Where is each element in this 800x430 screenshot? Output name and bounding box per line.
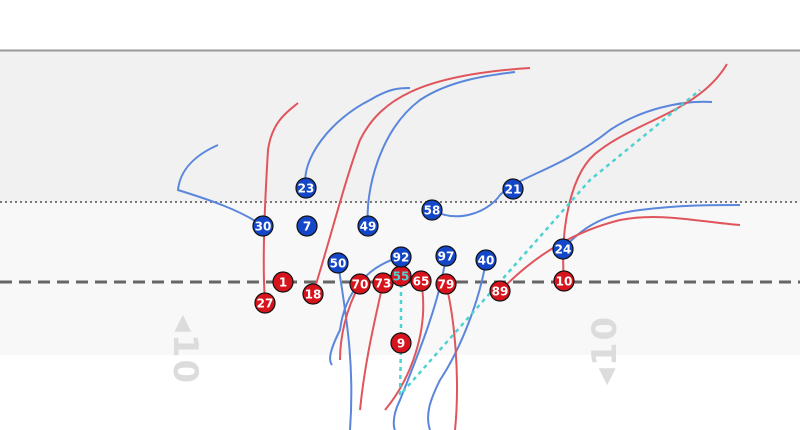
player-marker[interactable] (390, 332, 412, 354)
defense-player-58[interactable]: 58 (421, 199, 443, 221)
defense-player-92[interactable]: 92 (390, 246, 412, 268)
offense-player-27[interactable]: 27 (254, 292, 276, 314)
defense-player-track (366, 71, 516, 227)
jersey-number: 27 (257, 297, 274, 311)
jersey-number: 92 (393, 251, 410, 265)
offense-player-89[interactable]: 89 (489, 280, 511, 302)
offense-player-track (562, 63, 728, 282)
defense-player-23[interactable]: 23 (295, 177, 317, 199)
endzone-area (0, 50, 800, 202)
jersey-number: 79 (438, 278, 455, 292)
player-marker[interactable] (357, 215, 379, 237)
yard-label: 10 (585, 314, 626, 367)
player-marker[interactable] (435, 273, 457, 295)
jersey-number: 30 (255, 220, 272, 234)
offense-player-18[interactable]: 18 (302, 283, 324, 305)
defense-player-track (337, 262, 353, 430)
defense-player-7[interactable]: 7 (296, 215, 318, 237)
offense-player-track (499, 215, 741, 292)
offense-player-track (262, 102, 299, 304)
jersey-number: 24 (555, 243, 572, 257)
player-marker[interactable] (390, 246, 412, 268)
offense-player-70[interactable]: 70 (349, 273, 371, 295)
player-marker[interactable] (254, 292, 276, 314)
jersey-number: 58 (424, 204, 441, 218)
player-marker[interactable] (489, 280, 511, 302)
defense-player-40[interactable]: 40 (475, 249, 497, 271)
jersey-number: 49 (360, 220, 377, 234)
jersey-number: 21 (505, 183, 522, 197)
defense-player-30[interactable]: 30 (252, 215, 274, 237)
player-marker[interactable] (421, 199, 443, 221)
player-marker[interactable] (475, 249, 497, 271)
offense-player-track (445, 283, 458, 430)
defense-player-50[interactable]: 50 (327, 252, 349, 274)
offense-player-65[interactable]: 65 (410, 270, 432, 292)
defense-player-49[interactable]: 49 (357, 215, 379, 237)
offense-player-9[interactable]: 9 (390, 332, 412, 354)
jersey-number: 9 (397, 337, 405, 351)
player-marker[interactable] (302, 283, 324, 305)
jersey-number: 1 (279, 276, 287, 290)
jersey-number: 50 (330, 257, 347, 271)
yard-number-left: ◂10 (165, 314, 206, 386)
defense-player-track (562, 204, 741, 250)
defense-player-track (427, 259, 487, 430)
offense-player-track (384, 280, 425, 411)
player-marker[interactable] (327, 252, 349, 274)
yard-number-right: ◂10 (585, 314, 626, 386)
player-marker[interactable] (410, 270, 432, 292)
player-marker[interactable] (295, 177, 317, 199)
offense-player-79[interactable]: 79 (435, 273, 457, 295)
defense-player-track (329, 256, 402, 366)
offense-player-track (359, 282, 384, 411)
offense-player-1[interactable]: 1 (272, 271, 294, 293)
player-marker[interactable] (502, 178, 524, 200)
yard-label: 10 (165, 333, 206, 386)
defense-player-21[interactable]: 21 (502, 178, 524, 200)
offense-player-55[interactable]: 55 (390, 265, 412, 287)
jersey-number: 23 (298, 182, 315, 196)
player-marker[interactable] (272, 271, 294, 293)
player-marker[interactable] (552, 238, 574, 260)
jersey-number: 55 (393, 270, 410, 284)
offense-player-73[interactable]: 73 (372, 272, 394, 294)
defense-player-track (431, 100, 713, 218)
defense-player-track (304, 87, 411, 189)
player-marker[interactable] (349, 273, 371, 295)
defense-player-track (176, 144, 264, 227)
jersey-number: 7 (303, 220, 311, 234)
defense-player-97[interactable]: 97 (435, 245, 457, 267)
player-marker[interactable] (435, 245, 457, 267)
player-marker[interactable] (372, 272, 394, 294)
jersey-number: 65 (413, 275, 430, 289)
jersey-number: 18 (305, 288, 322, 302)
player-marker[interactable] (252, 215, 274, 237)
player-marker[interactable] (553, 270, 575, 292)
jersey-number: 89 (492, 285, 509, 299)
defense-player-24[interactable]: 24 (552, 238, 574, 260)
offense-player-track (312, 67, 531, 295)
jersey-number: 70 (352, 278, 369, 292)
player-marker[interactable] (296, 215, 318, 237)
jersey-number: 40 (478, 254, 495, 268)
jersey-number: 10 (556, 275, 573, 289)
offense-player-10[interactable]: 10 (553, 270, 575, 292)
jersey-number: 73 (375, 277, 392, 291)
jersey-number: 97 (438, 250, 455, 264)
